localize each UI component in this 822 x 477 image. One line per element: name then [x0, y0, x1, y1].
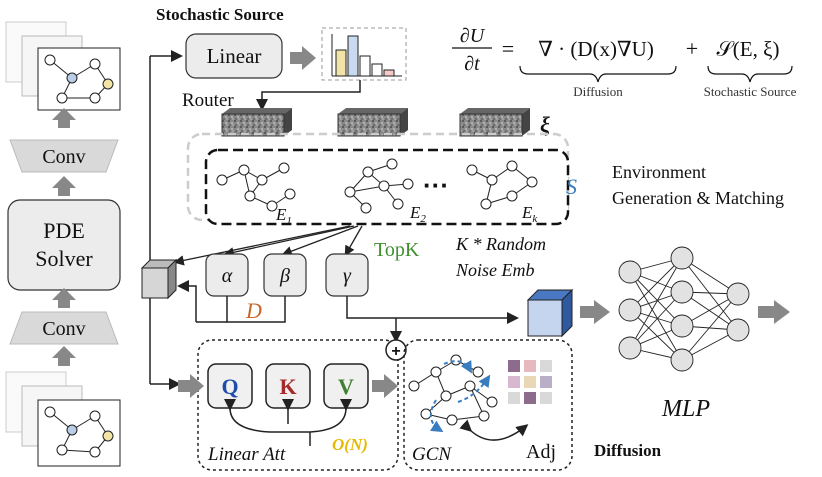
xi-symbol: ξ — [540, 112, 550, 137]
env-graph-2 — [344, 158, 414, 214]
noise-block-2 — [337, 108, 408, 137]
gamma-label: γ — [343, 265, 352, 287]
ek-label: Ek — [521, 203, 538, 225]
eq-source-term: 𝒮(E, ξ) — [717, 37, 780, 61]
environment-box — [186, 132, 570, 226]
complexity-label: O(N) — [332, 435, 368, 454]
k-random-line1: K * Random — [455, 234, 546, 254]
k-random-line2: Noise Emb — [455, 260, 535, 280]
pde-solver-line2: Solver — [35, 246, 93, 271]
conv-top-box: Conv — [9, 139, 119, 173]
stochastic-source-title: Stochastic Source — [156, 5, 284, 24]
eq-equals: = — [502, 36, 514, 61]
eq-source-label: Stochastic Source — [704, 84, 797, 99]
router-label: Router — [182, 90, 234, 111]
alpha-box: α — [205, 253, 249, 297]
right-arrow-linear — [290, 46, 316, 70]
topk-arrows — [173, 225, 363, 266]
pde-equation: ∂U ∂t = ∇ · (D(x)∇U) Diffusion + 𝒮(E, ξ)… — [452, 25, 797, 99]
feed-lines — [149, 50, 183, 390]
q-box: Q — [207, 363, 253, 409]
diffusion-title: Diffusion — [594, 441, 662, 460]
eq-diffusion-label: Diffusion — [573, 84, 623, 99]
noise-block-1 — [221, 108, 292, 137]
env-graph-1 — [216, 162, 296, 212]
v-box: V — [323, 363, 369, 409]
adjacency-matrix-icon — [508, 360, 552, 404]
gamma-box: γ — [325, 253, 369, 297]
q-label: Q — [221, 374, 238, 399]
up-arrow-4 — [52, 346, 76, 366]
linear-att-box — [197, 339, 399, 471]
right-arrow-att-in — [178, 374, 204, 398]
eq-plus: + — [686, 36, 698, 61]
eq-lhs-num: ∂U — [460, 25, 486, 47]
e1-label: E1 — [275, 205, 292, 227]
gcn-adj-curve — [459, 419, 529, 441]
noise-block-3 — [459, 108, 530, 137]
up-arrow-1 — [52, 108, 76, 128]
adj-label: Adj — [526, 441, 556, 463]
linear-att-label: Linear Att — [207, 444, 286, 465]
up-arrow-3 — [52, 288, 76, 308]
pde-solver-line1: PDE — [43, 218, 85, 243]
right-arrow-cube — [580, 300, 610, 324]
d-label: D — [245, 298, 262, 323]
conv-bottom-box: Conv — [9, 311, 119, 345]
pde-solver-box: PDE Solver — [7, 199, 121, 291]
gcn-label: GCN — [412, 444, 452, 465]
plus-symbol: + — [391, 343, 400, 360]
attention-curves — [223, 398, 353, 446]
topk-label: TopK — [374, 239, 420, 261]
eq-diffusion-term: ∇ · (D(x)∇U) — [538, 37, 654, 61]
alpha-label: α — [222, 265, 233, 287]
k-label: K — [279, 374, 296, 399]
linear-box: Linear — [185, 33, 283, 79]
env-gen-line1: Environment — [612, 162, 706, 182]
up-arrow-2 — [52, 176, 76, 196]
histogram-icon — [321, 27, 407, 81]
v-label: V — [338, 374, 354, 399]
s-label: S — [566, 174, 577, 199]
gcn-box — [403, 339, 573, 471]
beta-label: β — [279, 265, 290, 287]
conv-bottom-label: Conv — [42, 318, 85, 340]
k-box: K — [265, 363, 311, 409]
d-bracket — [177, 280, 286, 323]
input-graph-bottom — [5, 371, 121, 467]
beta-box: β — [263, 253, 307, 297]
input-graph-top — [5, 21, 121, 111]
right-arrow-mlp — [758, 300, 790, 324]
right-arrow-att-out — [372, 374, 398, 398]
env-graph-k — [466, 160, 538, 210]
mlp-label: MLP — [661, 396, 710, 422]
e2-label: E2 — [409, 203, 426, 225]
plus-circle: + — [385, 339, 407, 361]
gcn-graph — [408, 354, 498, 426]
mlp-network — [618, 246, 750, 372]
d-cube — [140, 258, 178, 300]
router-arrow — [256, 80, 361, 111]
env-gen-line2: Generation & Matching — [612, 188, 784, 208]
conv-top-label: Conv — [42, 146, 85, 168]
embedding-cube — [526, 288, 574, 338]
gamma-lines — [346, 296, 519, 343]
eq-lhs-den: ∂t — [464, 53, 480, 75]
env-dots: ··· — [423, 170, 449, 200]
linear-label: Linear — [207, 44, 262, 68]
diffusion-flow-arrows — [429, 360, 491, 433]
